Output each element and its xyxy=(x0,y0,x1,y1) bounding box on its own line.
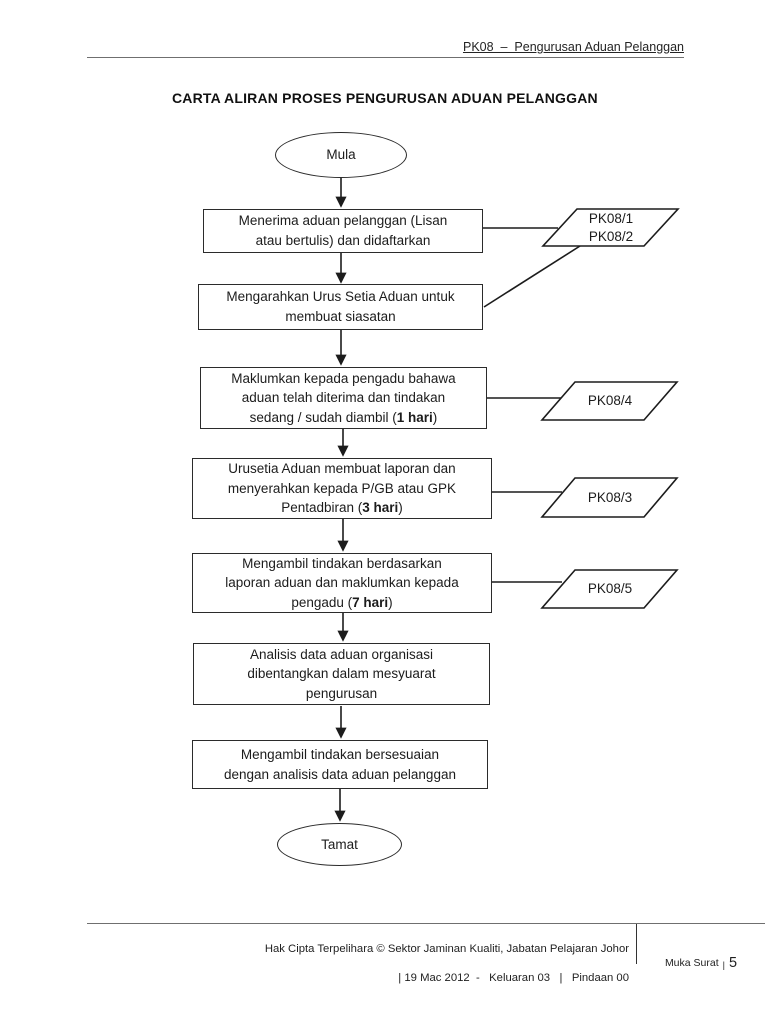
page-footer: Hak Cipta Terpelihara © Sektor Jaminan K… xyxy=(87,923,765,1000)
footer-divider xyxy=(636,924,637,964)
end-terminator: Tamat xyxy=(277,823,402,866)
footer-copyright: Hak Cipta Terpelihara © Sektor Jaminan K… xyxy=(264,942,629,984)
process-step-5: Mengambil tindakan berdasarkan laporan a… xyxy=(192,553,492,613)
process-step-7: Mengambil tindakan bersesuaian dengan an… xyxy=(192,740,488,789)
header-label: PK08 – Pengurusan Aduan Pelanggan xyxy=(462,40,684,54)
end-label: Tamat xyxy=(321,836,358,852)
page-header: PK08 – Pengurusan Aduan Pelanggan xyxy=(87,38,684,58)
process-step-7-text: Mengambil tindakan bersesuaian dengan an… xyxy=(224,746,456,782)
start-terminator: Mula xyxy=(275,132,407,178)
process-step-3-text: Maklumkan kepada pengadu bahawa aduan te… xyxy=(231,370,456,425)
process-step-2-text: Mengarahkan Urus Setia Aduan untuk membu… xyxy=(226,289,455,324)
document-label-pk08-5: PK08/5 xyxy=(587,581,633,597)
document-label-pk08-1-2: PK08/1 PK08/2 xyxy=(588,210,634,244)
process-step-5-text: Mengambil tindakan berdasarkan laporan a… xyxy=(225,555,459,610)
process-step-6-text: Analisis data aduan organisasi dibentang… xyxy=(247,646,436,701)
footer-page-number: Muka Surat | 5 xyxy=(664,954,738,971)
document-shape-pk08-1-2 xyxy=(541,208,680,247)
document-shape-pk08-3 xyxy=(540,477,679,518)
page-title: CARTA ALIRAN PROSES PENGURUSAN ADUAN PEL… xyxy=(172,90,598,106)
document-label-pk08-4: PK08/4 xyxy=(587,393,633,409)
process-step-1: Menerima aduan pelanggan (Lisan atau ber… xyxy=(203,209,483,253)
document-shape-pk08-4 xyxy=(540,381,679,421)
process-step-1-text: Menerima aduan pelanggan (Lisan atau ber… xyxy=(238,213,448,248)
process-step-6: Analisis data aduan organisasi dibentang… xyxy=(193,643,490,705)
process-step-3: Maklumkan kepada pengadu bahawa aduan te… xyxy=(200,367,487,429)
start-label: Mula xyxy=(326,147,356,163)
process-step-4-text: Urusetia Aduan membuat laporan dan menye… xyxy=(227,461,457,516)
process-step-2: Mengarahkan Urus Setia Aduan untuk membu… xyxy=(198,284,483,330)
document-label-pk08-3: PK08/3 xyxy=(587,489,633,505)
connector-line-diagonal xyxy=(483,245,581,308)
process-step-4: Urusetia Aduan membuat laporan dan menye… xyxy=(192,458,492,519)
document-shape-pk08-5 xyxy=(540,569,679,609)
